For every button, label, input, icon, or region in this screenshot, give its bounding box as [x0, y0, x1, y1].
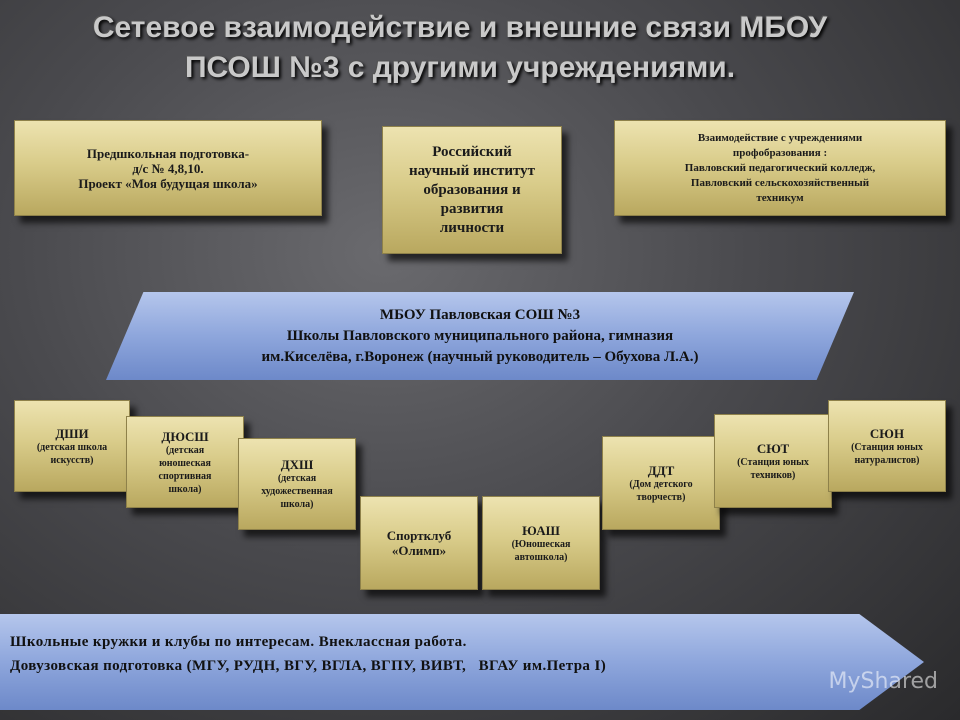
org-desc: спортивная — [158, 470, 212, 482]
org-box-dyussh: ДЮСШ (детская юношеская спортивная школа… — [126, 416, 244, 508]
org-desc: техников) — [750, 469, 796, 481]
org-desc: (детская школа — [36, 441, 108, 453]
banner-line-3: им.Киселёва, г.Воронеж (научный руководи… — [261, 348, 699, 365]
institute-line: образования и — [423, 181, 521, 198]
org-desc: искусств) — [50, 454, 94, 466]
org-abbr: Спортклуб — [386, 528, 452, 543]
org-desc: «Олимп» — [391, 543, 447, 558]
prof-line: Павловский сельскохозяйственный — [690, 176, 870, 189]
preschool-line: Проект «Моя будущая школа» — [78, 175, 258, 191]
bottom-line-2: Довузовская подготовка (МГУ, РУДН, ВГУ, … — [10, 658, 607, 674]
org-desc: школа) — [280, 499, 314, 510]
title-line-2: ПСОШ №3 с другими учреждениями. — [184, 51, 736, 84]
prof-line: профобразования : — [732, 146, 828, 159]
watermark: MyShared — [828, 669, 938, 694]
org-desc: школа) — [168, 483, 202, 495]
prof-line: техникум — [756, 191, 804, 204]
preschool-line: Предшкольная подготовка- — [86, 145, 250, 161]
org-desc: (детская — [277, 473, 317, 484]
org-abbr: ДДТ — [647, 462, 675, 478]
bottom-arrow — [0, 614, 924, 710]
institute-line: научный институт — [408, 162, 536, 179]
org-abbr: ЮАШ — [522, 522, 560, 538]
org-abbr: СЮТ — [756, 440, 790, 456]
institute-line: личности — [439, 219, 505, 236]
org-box-sportclub: Спортклуб «Олимп» — [360, 496, 478, 590]
org-box-syun: СЮН (Станция юных натуралистов) — [828, 400, 946, 492]
org-abbr: ДЮСШ — [161, 428, 209, 444]
org-abbr: ДХШ — [280, 457, 314, 472]
preschool-line: д/с № 4,8,10. — [132, 160, 204, 176]
org-desc: художественная — [261, 486, 333, 497]
org-box-syut: СЮТ (Станция юных техников) — [714, 414, 832, 508]
org-desc: (Дом детского — [629, 478, 693, 490]
prof-education-box: Взаимодействие с учреждениями профобразо… — [614, 120, 946, 216]
org-desc: (Станция юных — [851, 441, 923, 453]
institute-line: развития — [440, 200, 504, 217]
prof-line: Павловский педагогический колледж, — [684, 161, 876, 174]
school-banner-text: МБОУ Павловская СОШ №3 Школы Павловского… — [106, 292, 854, 380]
org-abbr: СЮН — [869, 425, 905, 441]
org-desc: автошкола) — [514, 551, 568, 563]
org-desc: (Юношеская — [511, 538, 571, 550]
org-box-dshi: ДШИ (детская школа искусств) — [14, 400, 130, 492]
org-box-ddt: ДДТ (Дом детского творчеств) — [602, 436, 720, 530]
org-desc: творчеств) — [636, 491, 686, 503]
banner-line-1: МБОУ Павловская СОШ №3 — [379, 306, 581, 323]
org-box-yuash: ЮАШ (Юношеская автошкола) — [482, 496, 600, 590]
institute-box: Российский научный институт образования … — [382, 126, 562, 254]
institute-line: Российский — [432, 143, 512, 160]
org-desc: (Станция юных — [737, 456, 809, 468]
preschool-box: Предшкольная подготовка- д/с № 4,8,10. П… — [14, 120, 322, 216]
prof-line: Взаимодействие с учреждениями — [697, 131, 863, 144]
org-desc: юношеская — [159, 457, 211, 469]
school-banner — [106, 292, 854, 380]
bottom-arrow-text: Школьные кружки и клубы по интересам. Вн… — [10, 630, 870, 678]
org-desc: натуралистов) — [854, 454, 920, 466]
bottom-line-1: Школьные кружки и клубы по интересам. Вн… — [10, 634, 467, 650]
title-line-1: Сетевое взаимодействие и внешние связи М… — [92, 11, 828, 44]
org-desc: (детская — [165, 444, 205, 456]
banner-line-2: Школы Павловского муниципального района,… — [286, 327, 674, 344]
org-abbr: ДШИ — [55, 425, 89, 441]
slide-title: Сетевое взаимодействие и внешние связи М… — [40, 8, 880, 88]
org-box-dhsh: ДХШ (детская художественная школа) — [238, 438, 356, 530]
